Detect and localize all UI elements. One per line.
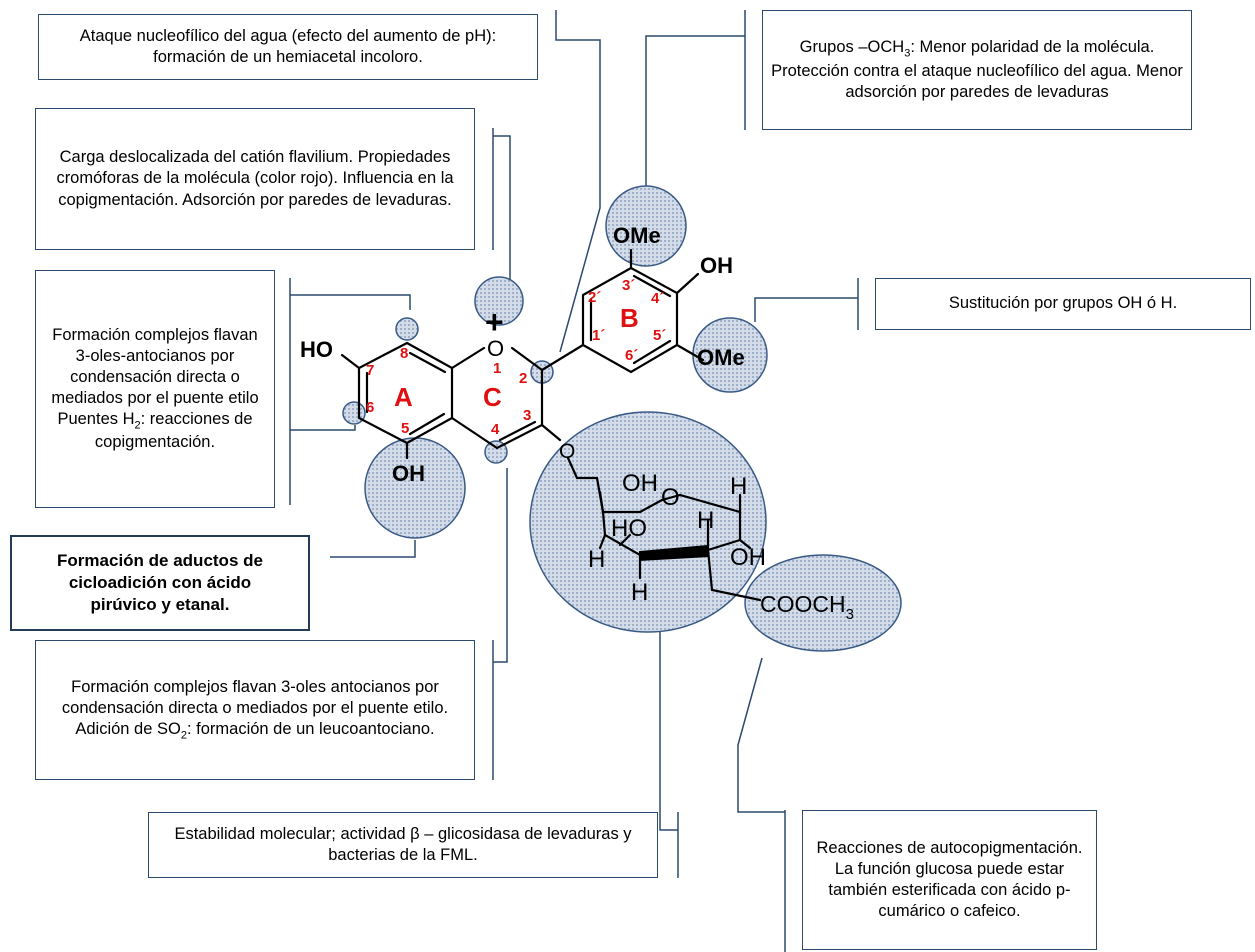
box-water-attack: Ataque nucleofílico del agua (efecto del… xyxy=(38,14,538,80)
sugar-o-ring xyxy=(638,498,664,514)
water-attack-text: Ataque nucleofílico del agua (efecto del… xyxy=(79,26,497,66)
bond-c2-ring-b xyxy=(540,343,585,372)
leader-stability xyxy=(659,560,679,878)
leader-c4 xyxy=(492,468,508,780)
position-3: 3 xyxy=(523,407,531,424)
ring-b-double-2 xyxy=(632,274,672,298)
bond-ho7 xyxy=(340,353,361,370)
ring-b-double-3 xyxy=(632,339,672,365)
position-2p: 2´ xyxy=(588,289,601,306)
label-plus: + xyxy=(485,304,504,340)
leader-adducts xyxy=(330,540,416,558)
box-substitution: Sustitución por grupos OH ó H. xyxy=(875,278,1251,330)
highlight-ome3 xyxy=(605,185,687,267)
sugar-label-ester: COOCH3 xyxy=(760,591,854,623)
leader-substitution xyxy=(754,278,859,330)
bond-o-ch2 xyxy=(566,456,599,480)
sugar-label-ho-mid: HO xyxy=(611,515,647,542)
leader-autocopig xyxy=(737,657,786,952)
position-4p: 4´ xyxy=(651,290,664,307)
sugar-label-h-bottom: H xyxy=(631,579,648,606)
sugar-label-h-left: H xyxy=(588,546,605,573)
position-5p: 5´ xyxy=(653,327,666,344)
sugar-oh-top xyxy=(598,490,605,514)
label-ome3: OMe xyxy=(613,223,661,248)
box-c4-complexes: Formación complejos flavan 3-oles antoci… xyxy=(35,640,475,780)
sugar-label-o-ring: O xyxy=(661,484,680,511)
molecule-bonds xyxy=(340,248,762,602)
substitution-text: Sustitución por grupos OH ó H. xyxy=(948,294,1178,313)
leader-lines xyxy=(289,10,859,952)
box-autocopig: Reacciones de autocopigmentación. La fun… xyxy=(802,810,1097,950)
highlight-c6 xyxy=(342,401,366,425)
highlight-oh5 xyxy=(364,437,466,539)
position-4: 4 xyxy=(491,421,500,438)
highlight-c8 xyxy=(395,317,419,341)
leader-complexes xyxy=(289,278,411,505)
sugar-ester-link xyxy=(706,548,762,602)
bond-c3-o xyxy=(540,423,562,442)
box-complexes: Formación complejos flavan 3-oles-antoci… xyxy=(35,270,275,508)
highlight-circles xyxy=(342,185,902,652)
autocopig-text: Reacciones de autocopigmentación. La fun… xyxy=(816,838,1083,921)
sugar-label-h-mid: H xyxy=(697,507,714,534)
sugar-oh-right xyxy=(738,538,752,550)
sugar-h-left xyxy=(598,533,607,550)
ring-letter-c: C xyxy=(483,382,502,412)
ring-c-double xyxy=(498,420,537,442)
highlight-plus xyxy=(474,276,524,326)
leader-flavilium xyxy=(492,128,511,282)
label-o3: O xyxy=(559,440,575,463)
ring-letter-b: B xyxy=(620,303,639,333)
sugar-label-oh-right: OH xyxy=(730,544,766,571)
adducts-text: Formación de aductos de cicloadición con… xyxy=(57,551,263,614)
position-6p: 6´ xyxy=(625,347,638,364)
sugar-label-h-right: H xyxy=(730,473,747,500)
position-6: 6 xyxy=(366,399,374,416)
highlight-ester xyxy=(744,554,902,652)
leader-och3 xyxy=(645,10,746,188)
stability-text: Estabilidad molecular; actividad β – gli… xyxy=(174,824,632,864)
position-8: 8 xyxy=(400,345,408,362)
box-flavilium: Carga deslocalizada del catión flavilium… xyxy=(35,108,475,250)
position-3p: 3´ xyxy=(622,277,635,294)
och3-text: Grupos –OCH3: Menor polaridad de la molé… xyxy=(771,38,1183,101)
label-ome5: OMe xyxy=(697,345,745,370)
flavilium-text: Carga deslocalizada del catión flavilium… xyxy=(56,148,454,209)
label-oh5: OH xyxy=(392,461,425,486)
position-1p: 1´ xyxy=(592,327,605,344)
highlight-sugar xyxy=(529,411,767,633)
position-5: 5 xyxy=(401,420,409,437)
box-stability: Estabilidad molecular; actividad β – gli… xyxy=(148,812,658,878)
sugar-wedge xyxy=(639,544,709,562)
sugar-ho-mid xyxy=(618,533,632,547)
c4-complexes-text: Formación complejos flavan 3-oles antoci… xyxy=(61,678,449,742)
label-ho7: HO xyxy=(300,337,333,362)
ring-a-double-1 xyxy=(408,351,447,374)
ring-a-double-2 xyxy=(408,412,446,436)
sugar-ring xyxy=(601,493,742,514)
position-1: 1 xyxy=(493,360,501,377)
box-adducts: Formación de aductos de cicloadición con… xyxy=(10,535,310,631)
bond-ome5 xyxy=(675,343,705,362)
sugar-label-oh-top: OH xyxy=(622,470,658,497)
complexes-text: Formación complejos flavan 3-oles-antoci… xyxy=(51,325,259,452)
position-2: 2 xyxy=(519,370,527,387)
box-och3: Grupos –OCH3: Menor polaridad de la molé… xyxy=(762,10,1192,130)
ring-letter-a: A xyxy=(394,382,413,412)
bond-oh4 xyxy=(675,272,700,295)
label-o1: O xyxy=(487,336,504,361)
leader-water-attack xyxy=(555,10,601,353)
label-oh4: OH xyxy=(700,253,733,278)
position-7: 7 xyxy=(366,362,374,379)
